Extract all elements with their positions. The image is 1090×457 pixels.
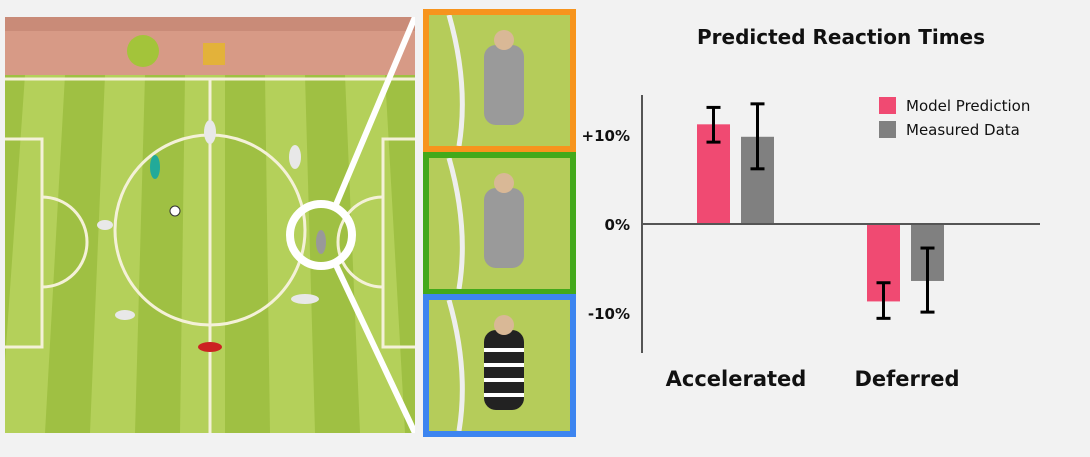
y-tick-label: -10% <box>588 305 630 323</box>
x-label-deferred: Deferred <box>854 367 959 391</box>
inset-blue <box>423 294 576 437</box>
y-tick-label: 0% <box>605 216 630 234</box>
legend-label-measured: Measured Data <box>906 121 1020 139</box>
x-label-accelerated: Accelerated <box>666 367 807 391</box>
reaction-time-chart: Predicted Reaction Times +10% 0% -10% Acce… <box>582 25 1040 391</box>
legend-label-model: Model Prediction <box>906 97 1030 115</box>
inset-orange <box>423 9 576 152</box>
legend-swatch-model <box>879 97 896 114</box>
y-tick-label: +10% <box>582 127 630 145</box>
chart-title: Predicted Reaction Times <box>697 25 985 49</box>
soccer-field-scene <box>5 17 415 433</box>
legend-swatch-measured <box>879 121 896 138</box>
inset-green <box>423 152 576 295</box>
